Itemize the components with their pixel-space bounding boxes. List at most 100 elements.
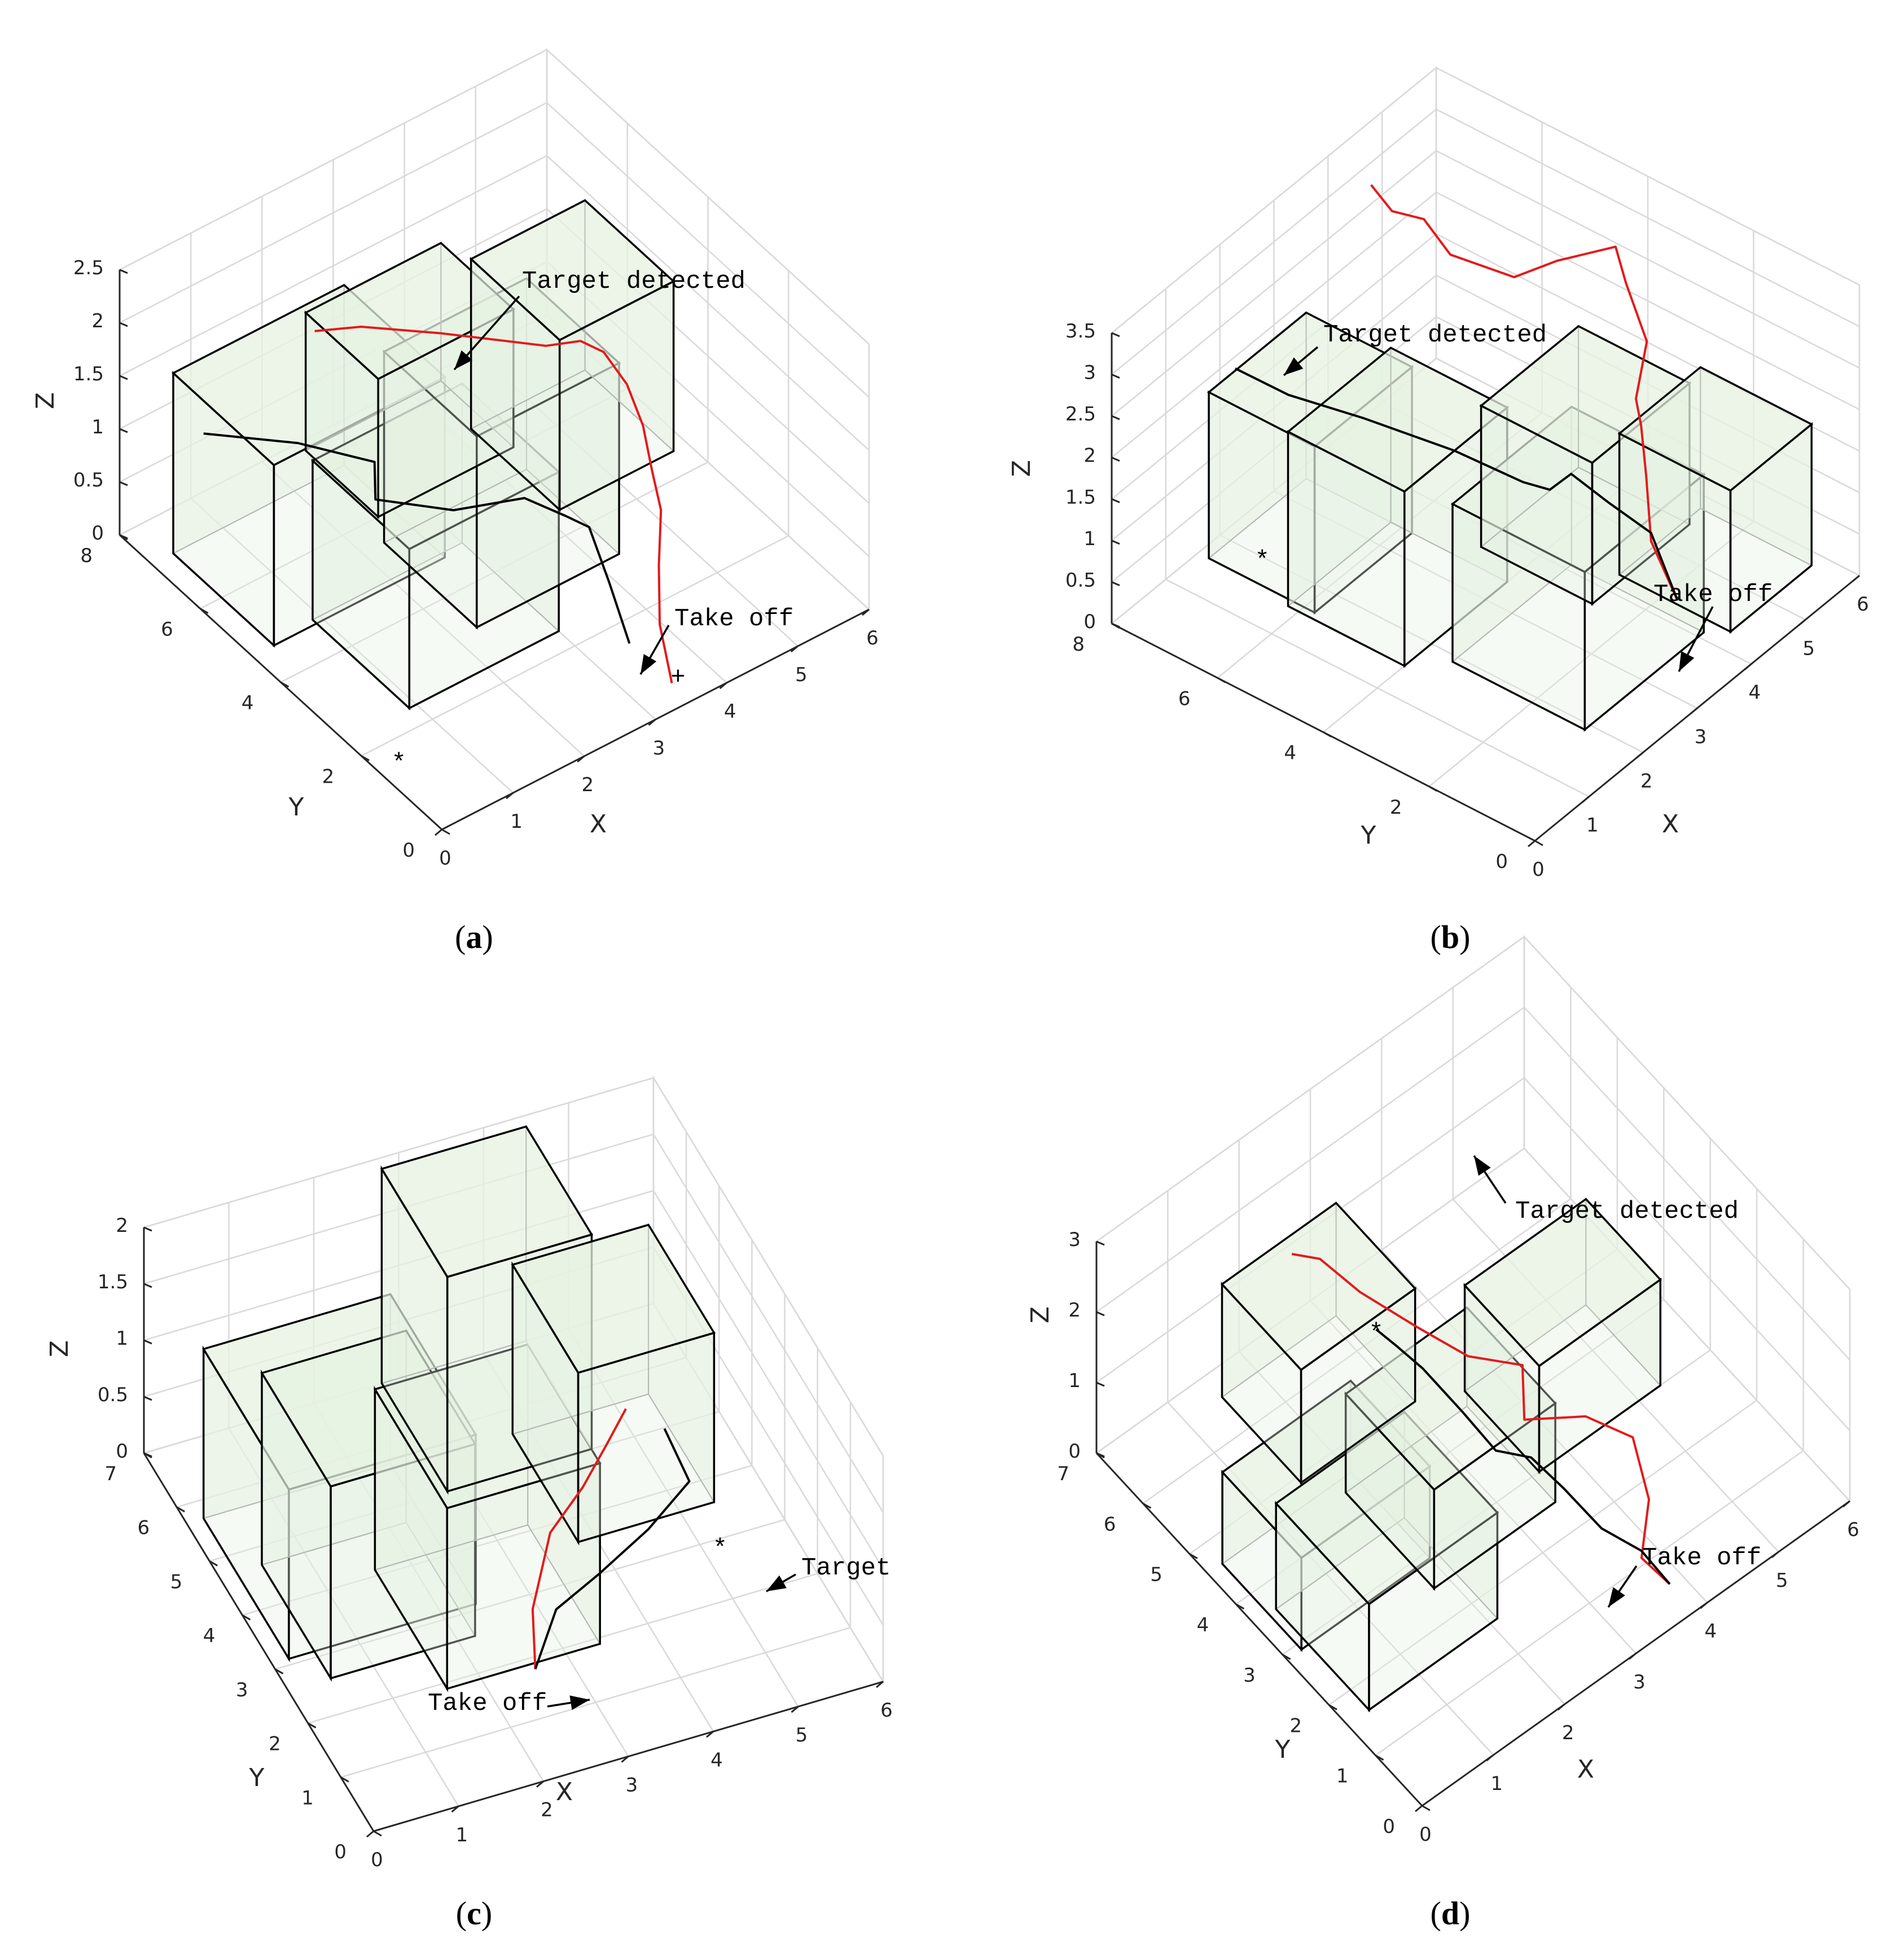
x-tick-label: 4 [1705,1620,1717,1643]
z-tick-label: 2 [91,310,104,332]
grid-line-z [119,102,870,398]
annotation-label: Target detected [522,267,745,296]
annotation-label: Take off [674,605,793,633]
x-tick-mark [1415,1805,1423,1813]
x-tick-mark [1700,1602,1708,1609]
y-tick-mark [1534,840,1543,846]
z-tick-label: 3.5 [1065,320,1096,343]
x-tick-mark [1690,707,1698,715]
annotation-label: Target [801,1554,890,1582]
annotation-arrow-head [1608,1587,1625,1607]
axes [1111,332,1860,848]
obstacles [202,1124,716,1692]
x-tick-mark [1798,619,1806,626]
z-tick-mark [1111,498,1120,503]
annotation-arrow-head [454,350,473,370]
z-tick-mark [119,481,128,486]
y-tick-mark [340,1776,349,1783]
trajectories [203,326,673,684]
z-tick-label: 0.5 [73,469,104,492]
box-top-face [1463,1197,1662,1367]
y-tick-label: 0 [402,839,415,862]
z-tick-label: 0.5 [1065,569,1096,591]
y-tick-mark [1282,1653,1291,1660]
axes [119,269,870,836]
grid-line-z [1111,150,1860,417]
y-tick-label: 6 [1178,687,1191,710]
axis-labels: XYZ [31,392,607,839]
box-top-face [1617,366,1814,492]
z-tick-mark [1096,1381,1105,1387]
obstacle-box [304,242,515,519]
x-tick-mark [862,608,870,616]
y-tick-label: 2 [322,766,335,788]
z-tick-mark [119,322,128,327]
black-path [534,1428,691,1670]
z-tick-mark [119,375,128,380]
x-tick-label: 3 [653,737,665,760]
z-tick-mark [143,1452,152,1458]
obstacle-box [1274,1410,1499,1713]
x-axis-label: X [556,1778,573,1806]
y-tick-label: 6 [161,618,173,641]
x-tick-mark [451,1805,459,1813]
annotation-label: Take off [1653,581,1773,609]
caption-a: (a) [455,919,493,955]
y-axis-label: Y [288,793,304,822]
x-tick-mark [366,1830,374,1838]
y-tick-label: 0 [1383,1815,1395,1838]
x-tick-label: 3 [626,1774,638,1797]
annotation-label: Take off [1642,1544,1761,1572]
y-tick-mark [242,1614,251,1621]
grid-line-z [143,1077,884,1456]
y-tick-mark [274,1668,284,1675]
x-tick-label: 6 [1847,1519,1859,1541]
y-tick-label: 0 [1495,850,1508,873]
y-tick-label: 3 [236,1679,248,1701]
box-top-face [511,1223,716,1374]
y-tick-label: 7 [104,1463,117,1485]
y-axis-line [1095,1452,1423,1807]
x-tick-label: 5 [1776,1569,1788,1592]
x-tick-mark [876,1681,884,1688]
z-tick-label: 0.5 [98,1384,128,1406]
x-tick-mark [790,645,799,653]
y-axis-label: Y [1275,1735,1291,1764]
grid-line-z [1111,108,1860,375]
x-tick-label: 4 [1749,682,1761,704]
y-tick-mark [200,608,209,614]
x-tick-mark [1744,663,1752,670]
y-tick-label: 6 [138,1517,150,1539]
grid-line-z [1111,191,1860,458]
z-tick-mark [119,428,128,433]
black-path [1375,1328,1671,1585]
z-tick-label: 1 [1068,1370,1081,1392]
black-path [1235,367,1679,601]
z-tick-mark [1111,332,1120,337]
y-tick-mark [1375,1754,1384,1761]
y-tick-mark [1217,677,1226,683]
black-path [203,432,631,644]
x-tick-mark [1771,1551,1779,1559]
y-tick-label: 4 [203,1625,216,1647]
x-tick-mark [1581,796,1590,803]
y-tick-label: 2 [269,1733,281,1756]
caption-c: (c) [456,1895,492,1932]
y-tick-label: 2 [1290,1714,1302,1737]
star-marker: * [391,749,406,778]
x-tick-label: 1 [456,1824,468,1846]
z-tick-mark [143,1396,152,1401]
box-top-face [304,242,515,380]
star-marker: * [1368,1319,1383,1348]
annotation-label: Target detected [1323,321,1547,349]
star-marker: * [1254,547,1269,575]
box-top-face [469,199,675,341]
annotation-label: Target detected [1515,1197,1739,1226]
z-tick-mark [119,534,128,539]
x-tick-mark [648,718,656,726]
x-tick-label: 5 [1802,637,1815,660]
